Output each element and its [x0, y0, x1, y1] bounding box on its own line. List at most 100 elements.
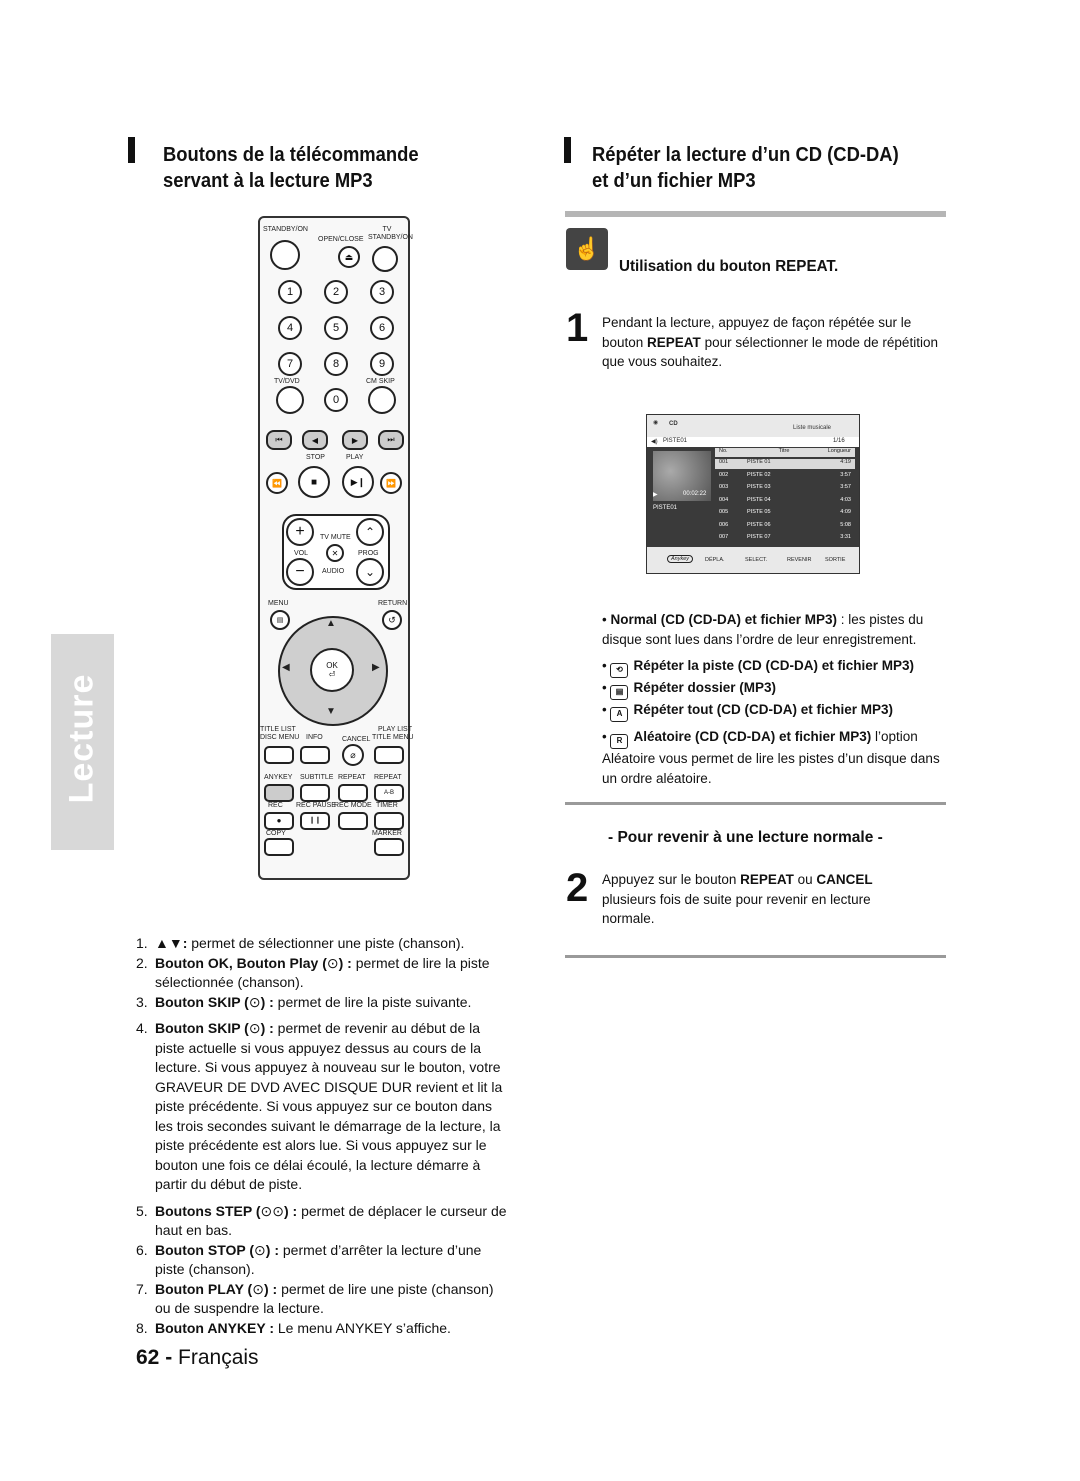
rec-icon: ● [264, 812, 294, 830]
table-cell: 4:09 [840, 509, 851, 515]
sub-heading: - Pour revenir à une lecture normale - [608, 829, 883, 846]
music-artwork [653, 451, 711, 501]
remote-label: MARKER [372, 830, 402, 837]
table-cell: 3:57 [840, 484, 851, 490]
table-cell: 002 [719, 471, 729, 478]
stop-icon: ■ [298, 466, 330, 498]
digit-button: 4 [278, 316, 302, 340]
remote-label: TV/DVD [274, 378, 300, 385]
remote-label: MENU [268, 600, 289, 607]
table-cell: PISTE 07 [747, 534, 771, 540]
table-cell: PISTE 04 [747, 496, 771, 503]
ok-button: OK⏎ [310, 648, 354, 692]
remote-label: TITLE LIST [260, 726, 296, 733]
section-divider [565, 802, 946, 805]
hand-press-icon: ☝ [566, 228, 608, 270]
table-cell: PISTE 01 [747, 459, 771, 465]
step-forward-icon: ▶ [342, 430, 368, 450]
marker-button [374, 838, 404, 856]
return-icon: ↺ [382, 610, 402, 630]
on-screen-display: ◉ CD Liste musicale ◀) PISTE01 1/16 ▶ 00… [646, 414, 860, 574]
tv-dvd-button [276, 386, 304, 414]
skip-back-icon: ⏮ [266, 430, 292, 450]
remote-label: TIMER [376, 802, 398, 809]
table-cell: 001 [719, 459, 729, 465]
remote-label: CANCEL [342, 736, 371, 743]
skip-forward-icon: ⊙ [248, 993, 261, 1010]
subtitle-button [300, 784, 330, 802]
play-icon: ▶ [653, 492, 658, 498]
step-number: 2 [566, 866, 589, 910]
cancel-icon: ⌀ [342, 744, 364, 766]
digit-button: 0 [324, 388, 348, 412]
arrow-left-icon: ◀ [282, 662, 290, 673]
disc-icon: ◉ [653, 420, 659, 426]
play-icon: ⊙ [326, 954, 339, 971]
step-icon: ⊙⊙ [260, 1202, 284, 1219]
table-cell: 3:57 [840, 471, 851, 478]
remote-label: ANYKEY [264, 774, 293, 781]
table-row: 002 PISTE 02 3:57 [715, 472, 855, 482]
remote-label: REC MODE [334, 802, 372, 809]
remote-label: TV MUTE [320, 534, 351, 541]
remote-rect-button [374, 746, 404, 764]
remote-label: TITLE MENU [372, 734, 414, 741]
digit-button: 5 [324, 316, 348, 340]
table-cell: 005 [719, 509, 729, 515]
repeat-ab-button: A-B [374, 784, 404, 802]
remote-label: PLAY LIST [378, 726, 412, 733]
mute-icon: ✕ [326, 544, 344, 562]
rewind-icon: ⏪ [266, 472, 288, 494]
list-item: • ⟲Répéter la piste (CD (CD-DA) et fichi… [602, 656, 942, 678]
step1-text: Pendant la lecture, appuyez de façon rép… [602, 315, 938, 369]
table-cell: 007 [719, 534, 729, 540]
table-cell: 5:08 [840, 521, 851, 528]
table-header: No. Titre Longueur [715, 448, 855, 457]
screen-cd-label: CD [669, 421, 678, 427]
step-back-icon: ◀ [302, 430, 328, 450]
chevron-down-icon: ⌄ [356, 558, 384, 586]
remote-rect-button [264, 746, 294, 764]
left-heading: Boutons de la télécommande servant à la … [163, 144, 419, 192]
remote-label: TV STANDBY/ON [368, 226, 413, 241]
repeat-track-icon: ⟲ [610, 663, 629, 678]
heading-bar [564, 137, 571, 163]
stop-icon: ⊙ [254, 1241, 266, 1258]
list-item: 2.Bouton OK, Bouton Play (⊙) : permet de… [136, 954, 490, 991]
table-cell: 006 [719, 521, 729, 528]
remote-label: REC [268, 802, 283, 809]
screen-track: PISTE01 [663, 438, 688, 444]
table-cell: PISTE 02 [747, 471, 771, 478]
remote-label: PROG [358, 550, 379, 557]
list-item: • ▤Répéter dossier (MP3) [602, 678, 942, 700]
screen-list-title: Liste musicale [793, 425, 832, 431]
list-item: • Normal (CD (CD-DA) et fichier MP3) : l… [602, 612, 924, 647]
list-item: 3.Bouton SKIP (⊙) : permet de lire la pi… [136, 993, 472, 1010]
screen-count: 1/16 [833, 438, 845, 444]
digit-button: 1 [278, 280, 302, 304]
remote-label: COPY [266, 830, 286, 837]
digit-button: 8 [324, 352, 348, 376]
remote-label: INFO [306, 734, 323, 741]
page-footer: 62 - Français [136, 1346, 259, 1369]
repeat-mode-list: • Normal (CD (CD-DA) et fichier MP3) : l… [602, 610, 942, 788]
list-item: 7.Bouton PLAY (⊙) : permet de lire une p… [136, 1280, 494, 1317]
section-tab-label: Lecture [62, 673, 101, 804]
play-icon: ⊙ [252, 1280, 264, 1297]
remote-label: STANDBY/ON [263, 226, 308, 233]
list-item: 8.Bouton ANYKEY : Le menu ANYKEY s’affic… [136, 1319, 451, 1336]
fast-forward-icon: ⏩ [380, 472, 402, 494]
screen-footer: Anykey DÉPLA. SELECT. REVENIR SORTIE [647, 547, 859, 573]
table-cell: 004 [719, 496, 729, 503]
repeat-all-icon: A [610, 707, 629, 722]
table-cell: 003 [719, 484, 729, 490]
remote-label: STOP [306, 454, 325, 461]
remote-label: PLAY [346, 454, 364, 461]
list-item: 6.Bouton STOP (⊙) : permet d’arrêter la … [136, 1241, 482, 1278]
anykey-button [264, 784, 294, 802]
